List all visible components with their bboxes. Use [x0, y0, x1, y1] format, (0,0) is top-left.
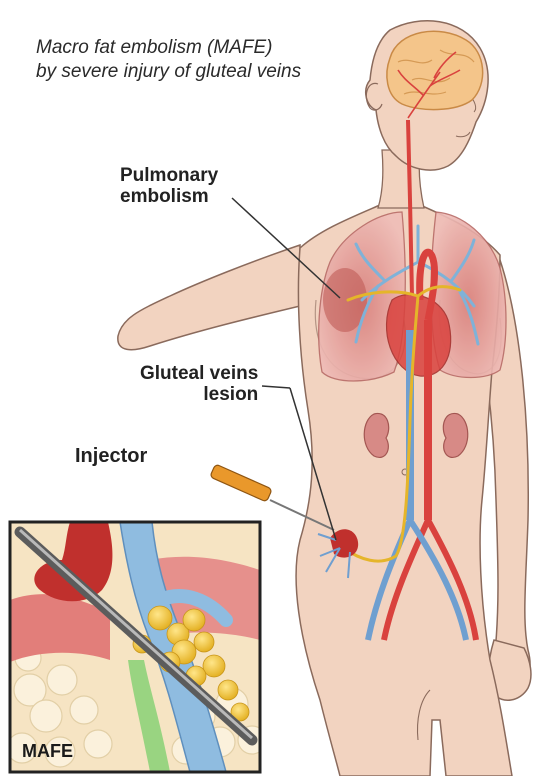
label-gluteal-veins-lesion: Gluteal veins lesion — [140, 364, 258, 405]
title-line-2: by severe injury of gluteal veins — [36, 60, 366, 84]
label-pulmonary-embolism: Pulmonary embolism — [120, 166, 218, 207]
label-mafe-inset: MAFE — [22, 742, 73, 761]
label-injector: Injector — [75, 446, 147, 468]
label-pulmonary-line-2: embolism — [120, 187, 218, 208]
figure-title: Macro fat embolism (MAFE) by severe inju… — [36, 36, 366, 84]
label-pulmonary-line-1: Pulmonary — [120, 166, 218, 187]
label-gluteal-line-2: lesion — [140, 385, 258, 406]
mafe-inset — [7, 522, 266, 772]
label-gluteal-line-1: Gluteal veins — [140, 364, 258, 385]
title-line-1: Macro fat embolism (MAFE) — [36, 36, 366, 60]
